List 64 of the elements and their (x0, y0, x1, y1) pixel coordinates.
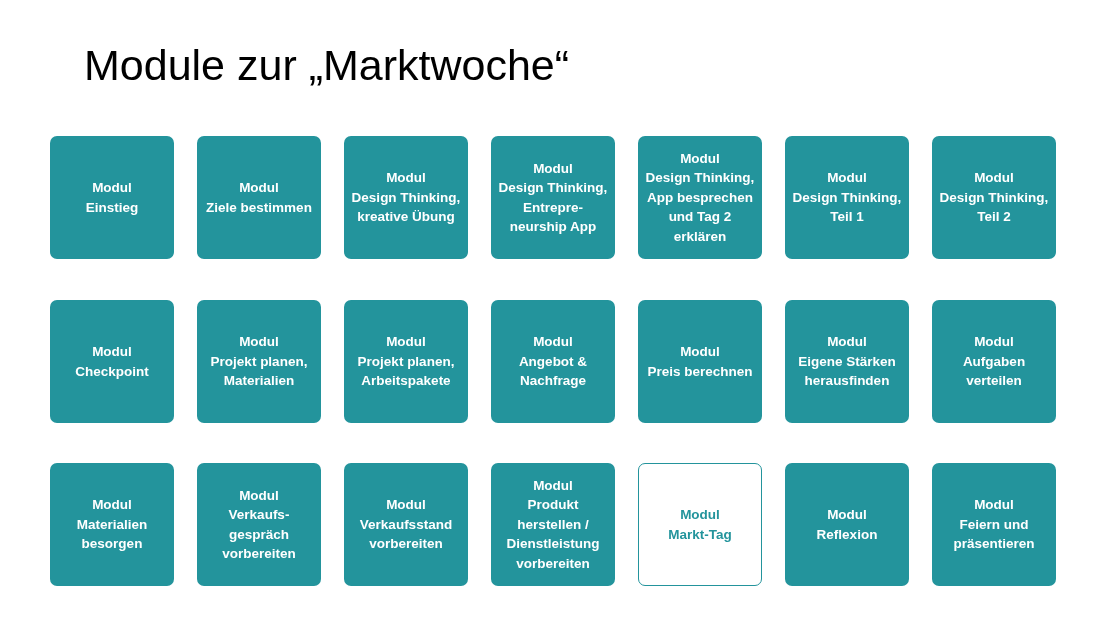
module-card (932, 300, 1056, 423)
card-heading: Modul (827, 506, 867, 524)
card-heading: Modul (239, 333, 279, 352)
module-card (491, 300, 615, 423)
module-card (197, 463, 321, 586)
module-card (491, 463, 615, 586)
card-heading: Modul (974, 333, 1014, 352)
card-text: Feiern und präsentieren (952, 515, 1036, 554)
module-card (197, 300, 321, 423)
card-heading: Modul (386, 333, 426, 352)
card-heading: Modul (239, 179, 279, 197)
module-card (344, 136, 468, 259)
card-heading: Modul (827, 169, 867, 188)
card-heading: Modul (533, 159, 573, 178)
module-card (785, 136, 909, 259)
card-text: Produkt herstellen / Dienstleistung vorbereiten (505, 496, 601, 573)
card-heading: Modul (386, 169, 426, 188)
card-heading: Modul (680, 343, 720, 361)
card-text: Verkaufsstand vorbereiten (358, 515, 454, 554)
card-heading: Modul (386, 496, 426, 515)
card-text: Design Thinking, Teil 1 (791, 188, 903, 227)
card-heading: Modul (680, 506, 720, 524)
card-text: Verkaufs- gespräch vorbereiten (221, 506, 297, 563)
module-card (638, 463, 762, 586)
card-heading: Modul (680, 149, 720, 168)
card-heading: Modul (827, 333, 867, 352)
card-heading: Modul (974, 169, 1014, 188)
card-heading: Modul (533, 333, 573, 352)
card-text: Design Thinking, Entrepre- neurship App (497, 179, 609, 236)
module-card (932, 136, 1056, 259)
card-text: Angebot & Nachfrage (517, 352, 589, 391)
module-card (785, 463, 909, 586)
card-heading: Modul (533, 476, 573, 495)
card-text: Markt-Tag (668, 525, 732, 544)
card-text: Einstieg (85, 198, 139, 217)
module-card (344, 463, 468, 586)
card-text: Projekt planen, Materialien (209, 352, 309, 391)
module-card (491, 136, 615, 259)
card-heading: Modul (239, 486, 279, 505)
module-card (50, 300, 174, 423)
card-heading: Modul (92, 343, 132, 361)
card-text: Eigene Stärken herausfinden (797, 352, 897, 391)
card-text: Design Thinking, Teil 2 (938, 188, 1050, 227)
module-card (50, 136, 174, 259)
card-text: Materialien besorgen (75, 515, 149, 554)
module-card (344, 300, 468, 423)
module-card (638, 136, 762, 259)
card-text: Reflexion (816, 525, 878, 544)
module-card (50, 463, 174, 586)
card-heading: Modul (974, 496, 1014, 515)
card-text: Aufgaben verteilen (961, 352, 1027, 391)
card-heading: Modul (92, 179, 132, 197)
card-text: Design Thinking, App besprechen und Tag 2 erklären (644, 169, 756, 246)
card-heading: Modul (92, 496, 132, 515)
diagram-title: Module zur „Marktwoche“ (84, 40, 570, 91)
module-card (638, 300, 762, 423)
module-card (197, 136, 321, 259)
card-text: Projekt planen, Arbeitspakete (356, 352, 456, 391)
card-text: Checkpoint (75, 362, 149, 381)
module-card (932, 463, 1056, 586)
card-text: Ziele bestimmen (206, 198, 312, 217)
module-card (785, 300, 909, 423)
card-text: Design Thinking, kreative Übung (350, 188, 462, 227)
card-text: Preis berechnen (647, 362, 753, 381)
